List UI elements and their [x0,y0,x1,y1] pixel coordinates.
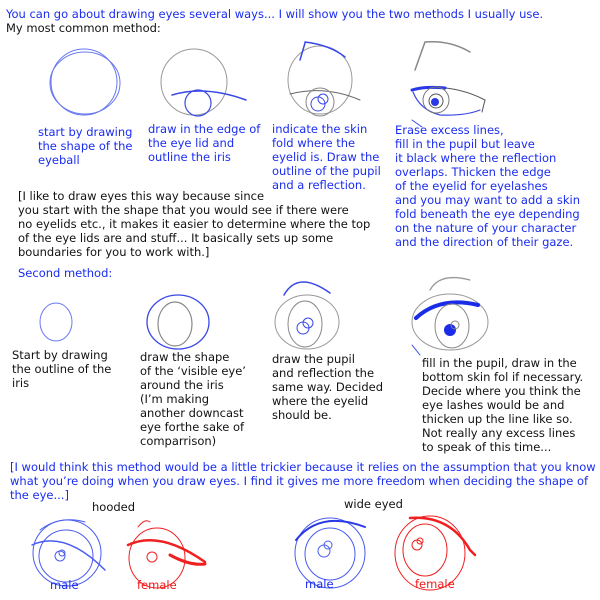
intro-text: You can go about drawing eyes several wa… [6,7,544,21]
method1-step1-caption: start by drawing the shape of the eyebal… [38,125,133,167]
skin-fold-pupil-sketch [287,41,361,117]
eyelid-iris-sketch [160,48,247,117]
hooded-label: hooded [92,500,136,514]
wide-female-eye-sketch [394,515,477,591]
visible-eye-sketch [146,294,210,350]
wide-eyed-label: wide eyed [344,497,403,511]
wide-female-label: female [415,577,455,591]
method2-step4-caption: fill in the pupil, draw in the bottom sk… [422,356,584,454]
eyeball-sketch [49,48,121,116]
iris-outline-sketch [39,302,73,342]
method1-step4-caption: Erase excess lines, fill in the pupil bu… [395,123,581,249]
method1-step3-caption: indicate the skin fold where the eyelid … [272,122,381,192]
finished-eye-sketch [410,40,486,128]
wide-male-label: male [305,577,334,591]
wide-male-eye-sketch [294,517,366,589]
hooded-female-eye-sketch [126,520,207,589]
hooded-female-label: female [137,578,177,592]
method2-note: [I would think this method would be a li… [10,460,596,502]
pupil-eyelid-sketch [274,281,340,350]
finished-eye-2-sketch [411,276,489,356]
method2-step1-caption: Start by drawing the outline of the iris [12,348,112,390]
method1-note: [I like to draw eyes this way because si… [18,189,371,259]
method2-heading: Second method: [18,266,113,280]
hooded-male-label: male [50,578,79,592]
method1-step2-caption: draw in the edge of the eye lid and outl… [148,122,261,164]
method2-step3-caption: draw the pupil and reflection the same w… [272,352,384,422]
method2-step2-caption: draw the shape of the ‘visible eye’ arou… [140,350,246,448]
method1-heading: My most common method: [6,21,161,35]
hooded-male-eye-sketch [31,519,106,587]
